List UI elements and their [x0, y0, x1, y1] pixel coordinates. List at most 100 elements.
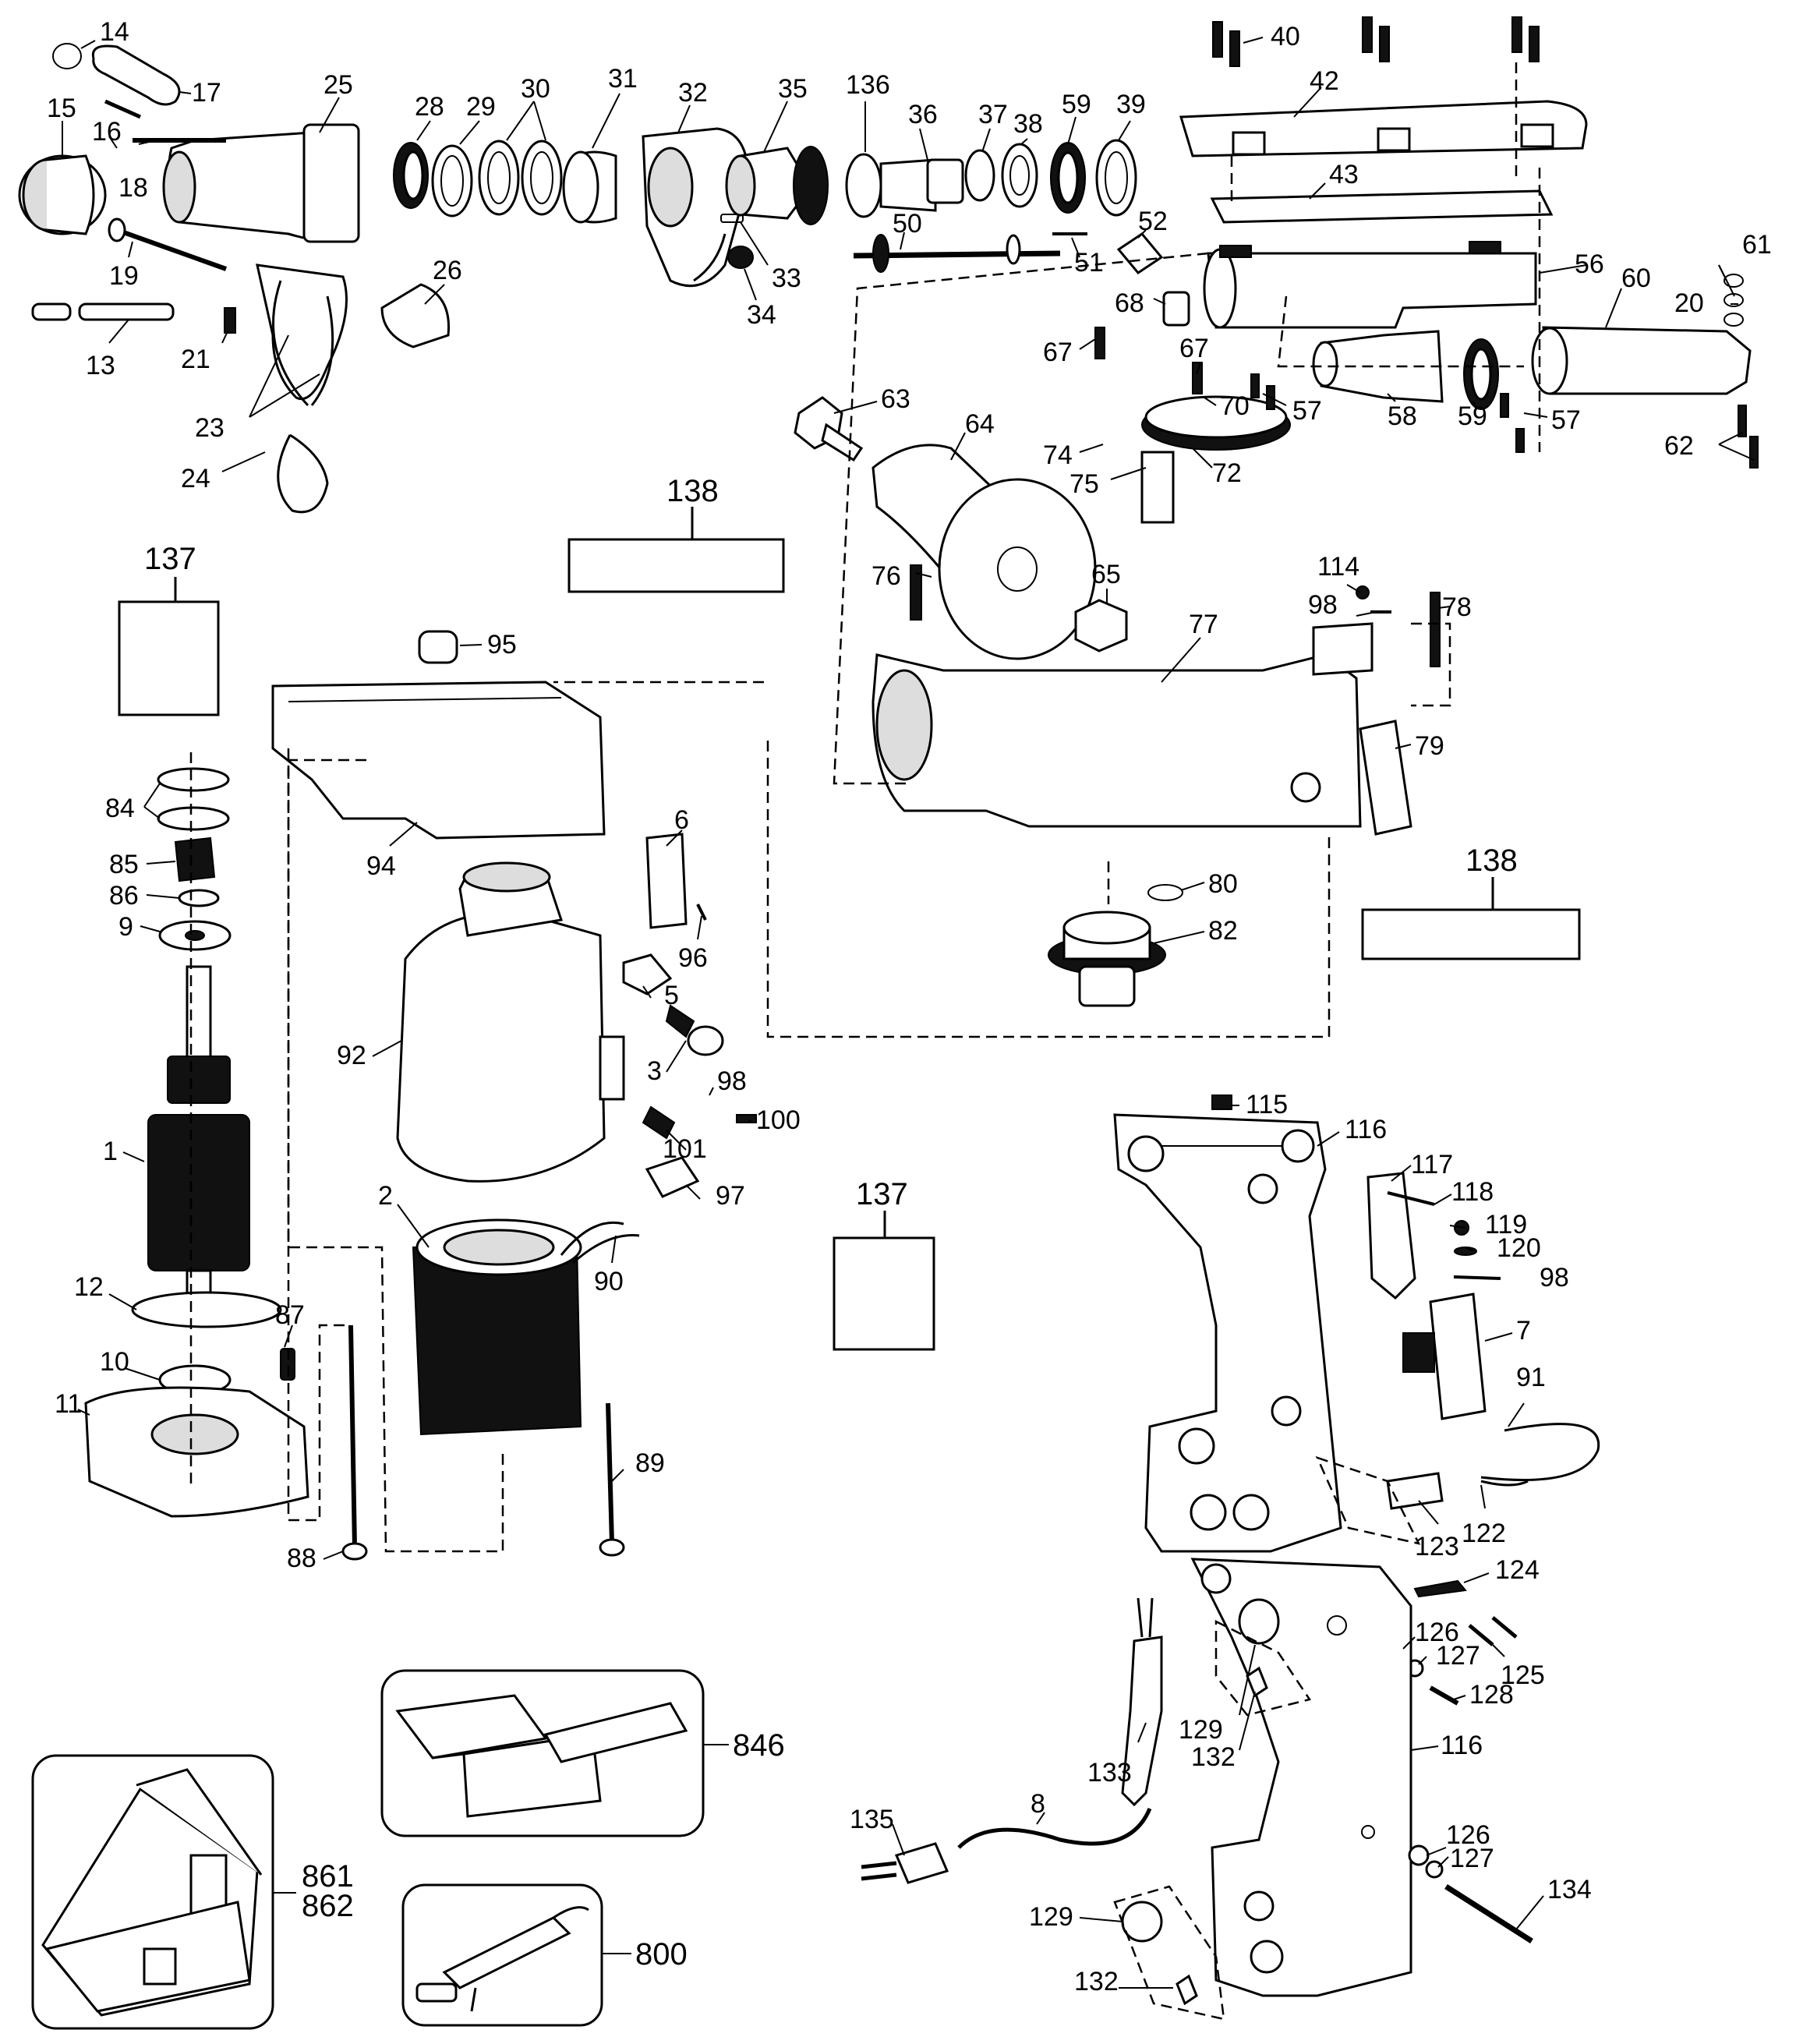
part-label-127a: 127	[1436, 1641, 1480, 1671]
part-label-13: 13	[86, 351, 115, 380]
part-label-95: 95	[487, 630, 517, 660]
part-label-62: 62	[1664, 431, 1694, 461]
part-label-129b: 129	[1029, 1902, 1073, 1932]
part-label-125: 125	[1501, 1660, 1545, 1690]
part-label-7: 7	[1516, 1316, 1531, 1346]
part-label-40: 40	[1271, 22, 1300, 51]
callout-138-top: 138	[567, 474, 785, 593]
part-label-33: 33	[772, 263, 801, 293]
part-label-101: 101	[663, 1134, 707, 1164]
part-label-29: 29	[466, 92, 496, 122]
part-label-39: 39	[1116, 90, 1146, 119]
part-label-85: 85	[109, 850, 139, 879]
part-label-116a: 116	[1345, 1115, 1387, 1144]
part-label-21: 21	[181, 345, 210, 374]
part-label-1: 1	[103, 1137, 118, 1166]
spindle-assembly	[393, 127, 1137, 288]
part-label-52: 52	[1138, 207, 1168, 236]
part-label-82: 82	[1208, 916, 1238, 946]
part-label-70: 70	[1220, 391, 1250, 421]
handle-assembly	[861, 1094, 1600, 2006]
part-label-76: 76	[871, 561, 901, 591]
kit-800-tool: 800	[401, 1883, 688, 2027]
part-label-98c: 98	[1540, 1263, 1569, 1293]
part-label-3: 3	[647, 1056, 662, 1086]
part-label-16: 16	[92, 117, 122, 147]
part-label-18: 18	[118, 173, 148, 203]
part-label-132b: 132	[1074, 1967, 1119, 1996]
part-label-10: 10	[100, 1347, 129, 1377]
part-label-19: 19	[109, 261, 139, 291]
part-label-129a: 129	[1179, 1715, 1223, 1745]
part-label-74: 74	[1043, 440, 1073, 470]
part-label-72: 72	[1212, 458, 1242, 488]
part-label-59b: 59	[1458, 401, 1487, 431]
part-label-56: 56	[1575, 249, 1604, 279]
part-label-133: 133	[1087, 1758, 1132, 1788]
part-label-90: 90	[594, 1267, 624, 1296]
part-label-67a: 67	[1043, 338, 1073, 367]
part-label-126a: 126	[1415, 1618, 1459, 1647]
part-label-64: 64	[965, 409, 995, 439]
part-label-89: 89	[635, 1448, 665, 1478]
part-label-97: 97	[716, 1181, 745, 1211]
part-label-38: 38	[1013, 109, 1043, 139]
part-label-43: 43	[1329, 160, 1359, 189]
part-label-115: 115	[1246, 1090, 1288, 1119]
callout-137-left: 137	[118, 542, 220, 716]
part-label-5: 5	[664, 981, 679, 1010]
part-label-84: 84	[105, 794, 135, 823]
part-label-78: 78	[1442, 592, 1472, 622]
part-label-88: 88	[287, 1544, 316, 1573]
part-label-50: 50	[893, 209, 922, 239]
part-label-127b: 127	[1450, 1844, 1494, 1873]
part-label-68: 68	[1115, 288, 1144, 318]
part-label-128: 128	[1469, 1680, 1514, 1710]
part-label-6: 6	[674, 805, 689, 835]
part-label-9: 9	[118, 912, 133, 942]
part-label-80: 80	[1208, 869, 1238, 899]
part-label-57a: 57	[1292, 396, 1322, 426]
part-label-132a: 132	[1191, 1742, 1236, 1772]
part-label-20: 20	[1674, 288, 1704, 318]
part-label-14: 14	[100, 17, 129, 47]
callout-138-top-label: 138	[666, 474, 719, 508]
part-label-118: 118	[1451, 1177, 1494, 1207]
part-label-12: 12	[74, 1272, 104, 1302]
part-label-79: 79	[1415, 731, 1444, 761]
screws-40	[1212, 16, 1540, 67]
part-label-136: 136	[846, 70, 890, 100]
part-label-87: 87	[275, 1300, 305, 1330]
part-label-15: 15	[47, 94, 76, 123]
motor-assembly	[84, 630, 757, 1561]
part-label-98a: 98	[1308, 590, 1338, 620]
part-label-63: 63	[881, 384, 910, 414]
kit-861-862-case: 861 862	[31, 1754, 354, 2030]
part-label-96: 96	[678, 943, 708, 973]
top-left-assembly	[18, 43, 451, 514]
part-label-100: 100	[756, 1105, 801, 1135]
part-label-123: 123	[1415, 1532, 1459, 1561]
part-label-60: 60	[1621, 263, 1651, 293]
part-label-28: 28	[415, 92, 444, 122]
center-assembly	[794, 327, 1525, 1007]
part-label-37: 37	[978, 100, 1008, 129]
part-label-122: 122	[1462, 1519, 1506, 1548]
part-label-77: 77	[1189, 610, 1218, 639]
leader-lines	[62, 37, 1755, 1989]
part-label-35: 35	[778, 74, 808, 104]
part-label-42: 42	[1310, 66, 1339, 96]
callout-138-right: 138	[1361, 843, 1581, 960]
part-label-114: 114	[1317, 552, 1359, 582]
part-labels: 14 17 16 18 15 25 19 13 21 26 23 24 28 2…	[47, 17, 1772, 1996]
part-label-67b: 67	[1179, 334, 1209, 363]
part-label-32: 32	[678, 78, 708, 108]
part-label-59a: 59	[1062, 90, 1091, 119]
callout-137-left-label: 137	[144, 542, 196, 576]
part-label-120: 120	[1497, 1233, 1541, 1263]
kit-846-toolbox: 846	[380, 1669, 785, 1837]
kit-800-label: 800	[635, 1937, 688, 1972]
part-label-51: 51	[1074, 248, 1104, 278]
part-label-30: 30	[521, 74, 550, 104]
part-label-36: 36	[908, 100, 938, 129]
